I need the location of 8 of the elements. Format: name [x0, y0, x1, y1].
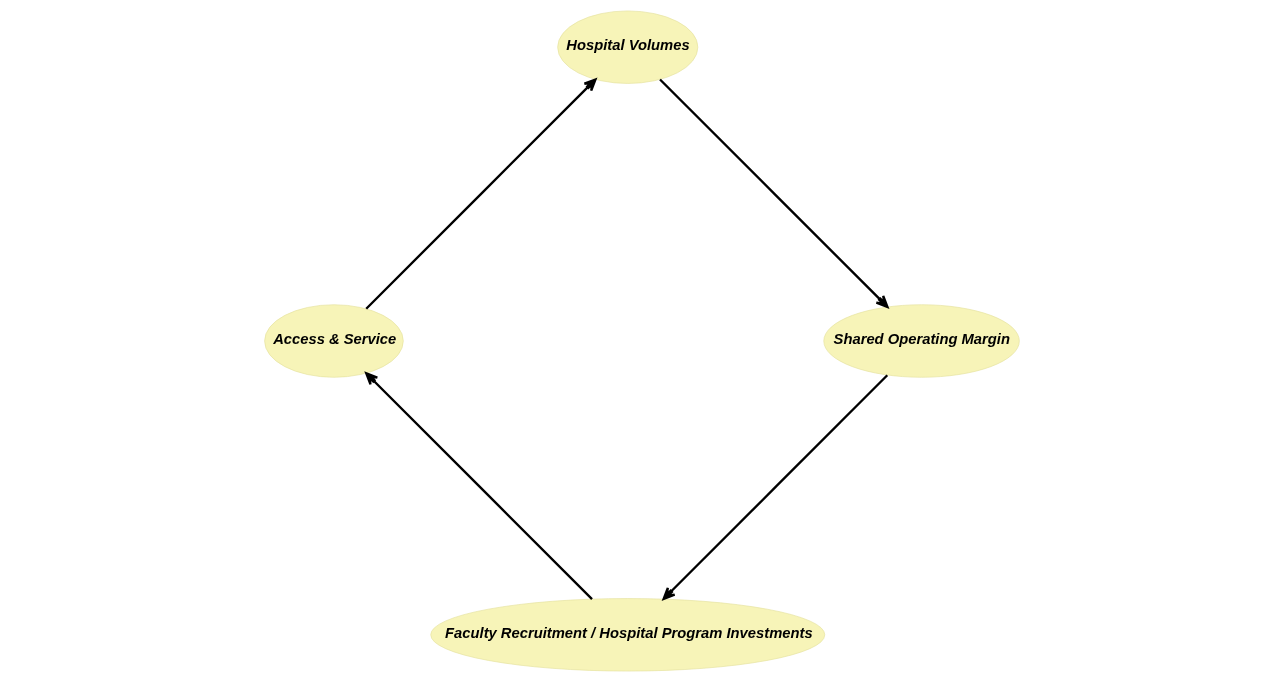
arrow — [662, 374, 889, 601]
node-ellipse: Access & Service — [264, 304, 404, 378]
arrow — [365, 372, 593, 600]
node-ellipse: Hospital Volumes — [557, 10, 699, 84]
node-ellipse: Faculty Recruitment / Hospital Program Investments — [430, 598, 826, 672]
node-ellipse: Shared Operating Margin — [823, 304, 1020, 378]
arrow — [365, 78, 597, 310]
arrow — [659, 78, 889, 309]
